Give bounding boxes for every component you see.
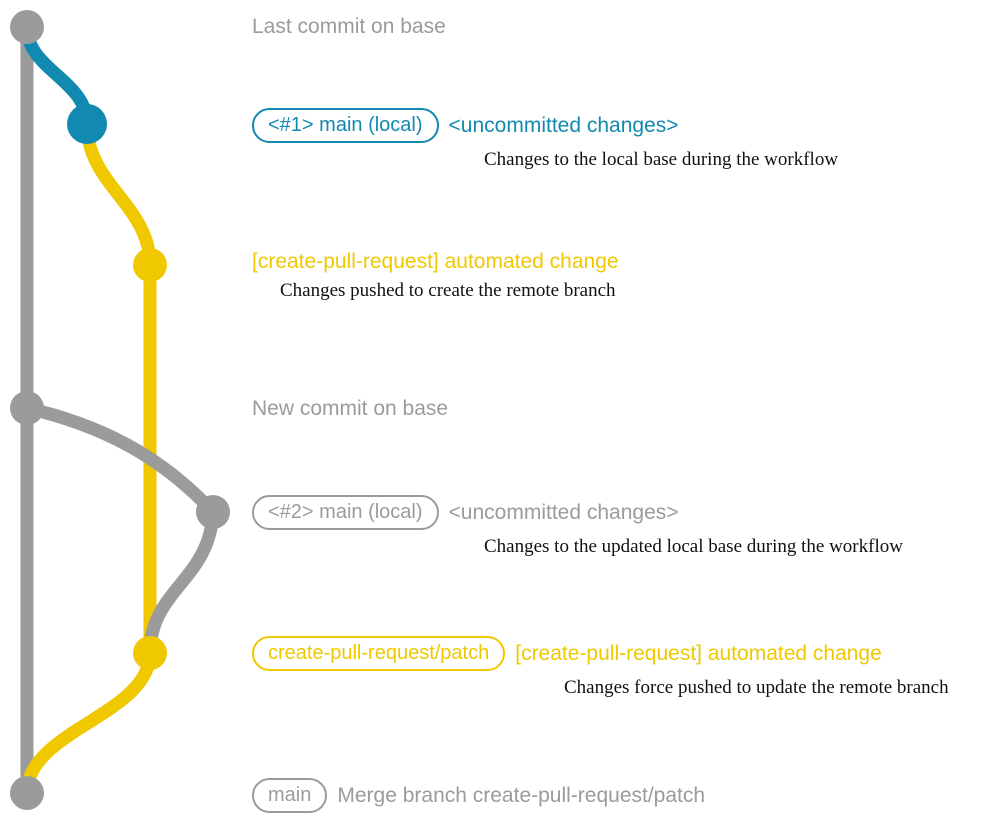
commit-line: main Merge branch create-pull-request/pa… — [252, 778, 705, 813]
node-last-commit-on-base[interactable] — [10, 10, 44, 44]
node-automated-change-1[interactable] — [133, 248, 167, 282]
commit-line: [create-pull-request] automated change — [252, 250, 619, 274]
commit-description: Changes pushed to create the remote bran… — [280, 280, 616, 301]
node-local-uncommitted-1[interactable] — [67, 104, 107, 144]
edge-local2-to-patch2 — [143, 505, 220, 660]
commit-message: <uncommitted changes> — [448, 113, 679, 137]
row-merge: main Merge branch create-pull-request/pa… — [252, 778, 705, 813]
edge-local1-to-patch1 — [80, 117, 157, 272]
edge-patch2-to-merge — [20, 646, 157, 800]
commit-line: <#1> main (local) <uncommitted changes> — [252, 108, 838, 143]
row-last-commit: Last commit on base — [252, 14, 446, 40]
commit-line: <#2> main (local) <uncommitted changes> — [252, 495, 903, 530]
row-new-commit: New commit on base — [252, 396, 448, 422]
commit-description: Changes force pushed to update the remot… — [564, 677, 949, 698]
row-local-1: <#1> main (local) <uncommitted changes> … — [252, 108, 838, 171]
commit-message: [create-pull-request] automated change — [515, 641, 882, 665]
row-automated-1: [create-pull-request] automated change C… — [252, 250, 619, 302]
row-automated-2: create-pull-request/patch [create-pull-r… — [252, 636, 949, 699]
commit-message: [create-pull-request] automated change — [252, 250, 619, 273]
commit-line: create-pull-request/patch [create-pull-r… — [252, 636, 949, 671]
label-last-commit-on-base: Last commit on base — [252, 15, 446, 38]
node-local-uncommitted-2[interactable] — [196, 495, 230, 529]
commit-nodes — [10, 10, 230, 810]
branch-pill-main-local-2[interactable]: <#2> main (local) — [252, 495, 439, 530]
commit-message: <uncommitted changes> — [448, 500, 679, 524]
commit-message: Merge branch create-pull-request/patch — [337, 783, 706, 807]
branch-pill-main[interactable]: main — [252, 778, 328, 813]
commit-description: Changes to the updated local base during… — [484, 536, 903, 557]
branch-pill-main-local-1[interactable]: <#1> main (local) — [252, 108, 439, 143]
node-new-commit-on-base[interactable] — [10, 391, 44, 425]
edge-base-to-local2 — [20, 401, 220, 519]
label-new-commit-on-base: New commit on base — [252, 397, 449, 420]
node-merge-commit[interactable] — [10, 776, 44, 810]
node-automated-change-2[interactable] — [133, 636, 167, 670]
branch-pill-create-pull-request-patch[interactable]: create-pull-request/patch — [252, 636, 506, 671]
commit-description: Changes to the local base during the wor… — [484, 149, 839, 170]
row-local-2: <#2> main (local) <uncommitted changes> … — [252, 495, 903, 558]
